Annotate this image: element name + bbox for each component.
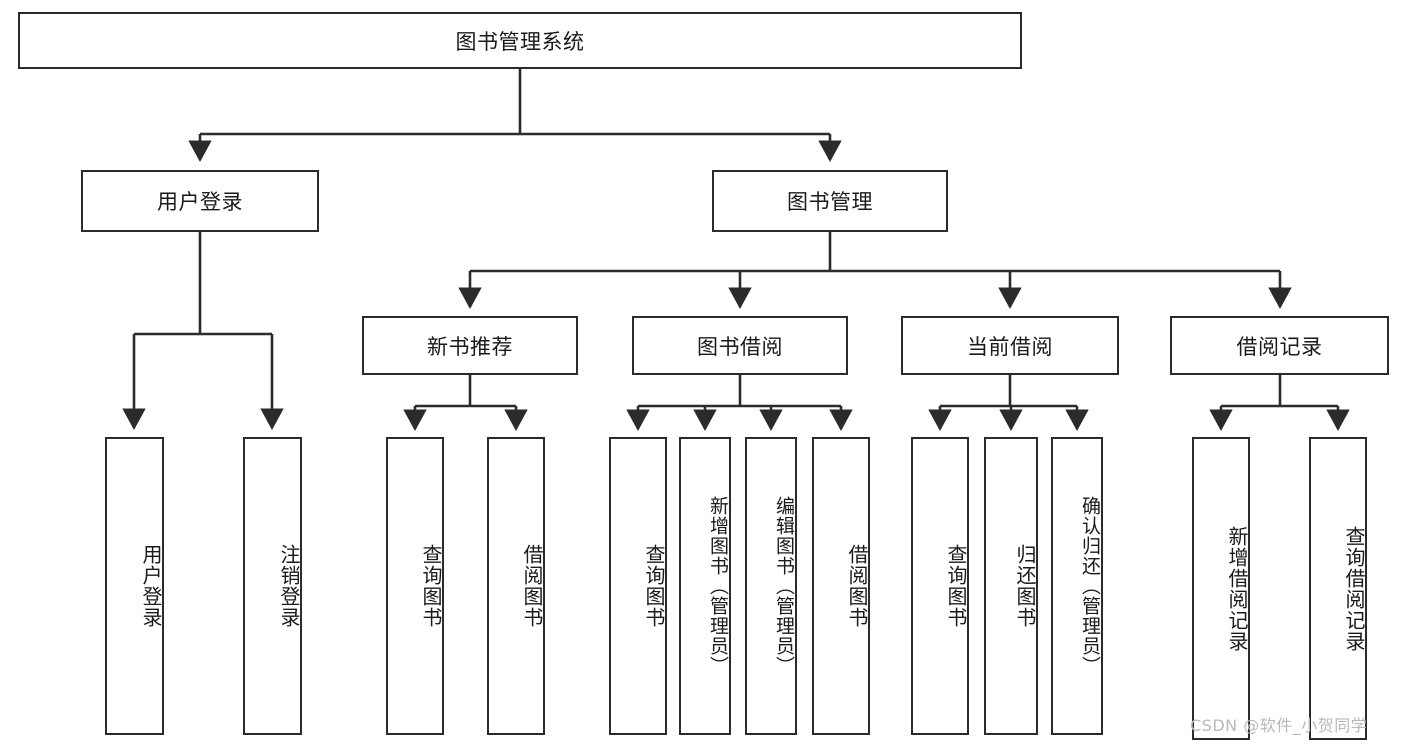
node-leaf-query-book-1-label: 查询图书 — [419, 544, 443, 628]
node-leaf-edit-book-label: 编辑图书（管理员） — [773, 496, 795, 676]
node-leaf-query-book-1[interactable]: 查询图书 — [386, 437, 444, 735]
node-leaf-user-login-label: 用户登录 — [139, 544, 163, 628]
node-leaf-return-book[interactable]: 归还图书 — [984, 437, 1038, 735]
node-leaf-query-book-3[interactable]: 查询图书 — [911, 437, 969, 735]
node-leaf-confirm-return[interactable]: 确认归还（管理员） — [1051, 437, 1103, 735]
node-leaf-query-book-2[interactable]: 查询图书 — [609, 437, 667, 735]
node-leaf-borrow-book-1-label: 借阅图书 — [520, 544, 544, 628]
node-root[interactable]: 图书管理系统 — [18, 12, 1022, 69]
node-leaf-confirm-return-label: 确认归还（管理员） — [1079, 496, 1101, 676]
node-leaf-add-book-label: 新增图书（管理员） — [707, 496, 729, 676]
node-leaf-borrow-book-1[interactable]: 借阅图书 — [487, 437, 545, 735]
node-leaf-user-logout-label: 注销登录 — [277, 544, 301, 628]
node-leaf-return-book-label: 归还图书 — [1013, 544, 1037, 628]
node-leaf-user-logout[interactable]: 注销登录 — [243, 437, 302, 735]
node-leaf-add-book[interactable]: 新增图书（管理员） — [679, 437, 731, 735]
node-leaf-user-login[interactable]: 用户登录 — [105, 437, 164, 735]
node-user-login-label: 用户登录 — [157, 190, 243, 214]
node-borrow-record-label: 借阅记录 — [1236, 334, 1323, 359]
node-leaf-edit-book[interactable]: 编辑图书（管理员） — [745, 437, 797, 735]
node-leaf-borrow-book-2-label: 借阅图书 — [845, 544, 869, 628]
node-borrow-record[interactable]: 借阅记录 — [1170, 316, 1389, 375]
node-new-book-rec[interactable]: 新书推荐 — [362, 316, 578, 375]
node-book-manage[interactable]: 图书管理 — [712, 170, 948, 232]
node-book-borrow[interactable]: 图书借阅 — [632, 316, 848, 375]
node-leaf-query-book-2-label: 查询图书 — [642, 544, 666, 628]
watermark: CSDN @软件_小贺同学 — [1190, 716, 1368, 735]
node-book-borrow-label: 图书借阅 — [697, 334, 783, 359]
node-book-manage-label: 图书管理 — [787, 190, 873, 214]
node-user-login[interactable]: 用户登录 — [81, 170, 319, 232]
node-current-borrow[interactable]: 当前借阅 — [901, 316, 1119, 375]
node-leaf-add-record[interactable]: 新增借阅记录 — [1192, 437, 1250, 740]
node-leaf-query-book-3-label: 查询图书 — [944, 544, 968, 628]
node-leaf-borrow-book-2[interactable]: 借阅图书 — [812, 437, 870, 735]
node-new-book-rec-label: 新书推荐 — [427, 334, 513, 359]
node-leaf-query-record-label: 查询借阅记录 — [1342, 525, 1366, 652]
node-current-borrow-label: 当前借阅 — [967, 334, 1053, 359]
node-leaf-add-record-label: 新增借阅记录 — [1225, 525, 1249, 652]
node-root-label: 图书管理系统 — [455, 29, 585, 54]
node-leaf-query-record[interactable]: 查询借阅记录 — [1309, 437, 1367, 740]
